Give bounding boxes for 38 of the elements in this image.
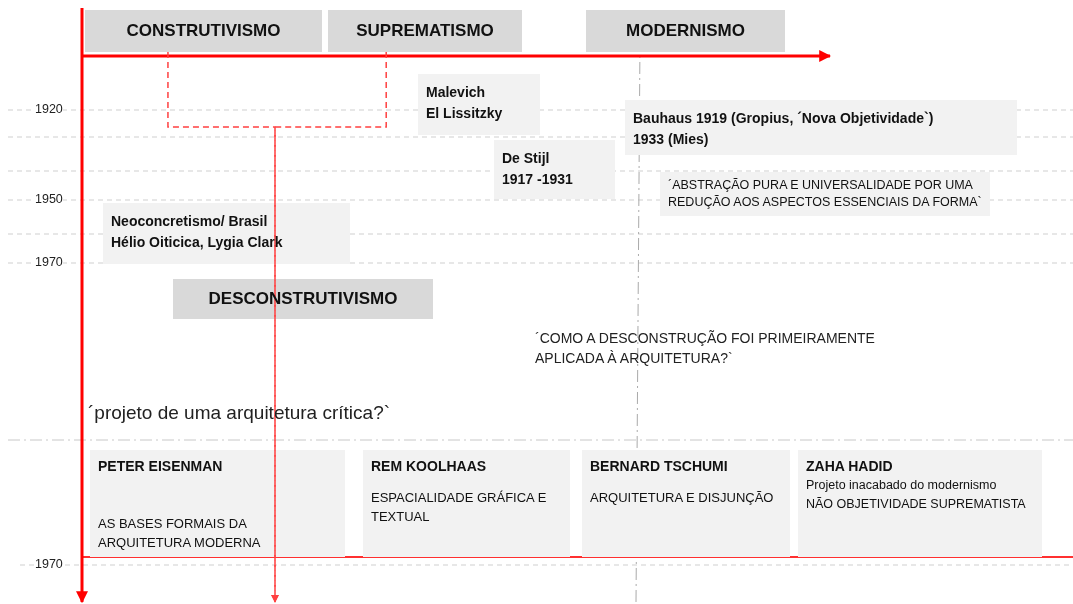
architect-card (798, 450, 1042, 557)
info-box (494, 140, 615, 199)
connector-arrow (271, 51, 387, 603)
description-text: AS BASES FORMAIS DA ARQUITETURA MODERNA (98, 515, 262, 552)
architect-name: REM KOOLHAAS (371, 458, 488, 474)
architect-name: ZAHA HADID (806, 458, 894, 474)
architect-name: PETER EISENMAN (98, 458, 224, 474)
description-text: ESPACIALIDADE GRÁFICA E TEXTUAL (371, 489, 548, 526)
info-text: Malevich (426, 83, 487, 102)
info-text: 1933 (Mies) (633, 130, 710, 149)
architect-name: BERNARD TSCHUMI (590, 458, 729, 474)
architect-card (582, 450, 790, 557)
quote-box (660, 172, 990, 216)
movement-box (85, 10, 322, 52)
quote-text: ´ABSTRAÇÃO PURA E UNIVERSALIDADE POR UMA REDUÇÃO AOS ASPECTOS ESSENCIAIS DA FORMA` (668, 177, 982, 211)
year-label: 1950 (35, 192, 63, 206)
info-text: De Stijl (502, 149, 551, 168)
architect-card (90, 450, 345, 557)
movement-box (328, 10, 522, 52)
question-text: ´COMO A DESCONSTRUÇÃO FOI PRIMEIRAMENTE APLICADA À ARQUITETURA?` (535, 329, 876, 368)
description-text: NÃO OBJETIVIDADE SUPREMATISTA (806, 496, 1027, 513)
info-box (418, 74, 540, 135)
movement-box (586, 10, 785, 52)
info-box (625, 100, 1017, 155)
movement-title: CONSTRUTIVISMO (126, 21, 281, 41)
year-label: 1970 (35, 557, 63, 571)
architect-card (363, 450, 570, 557)
info-text: 1917 -1931 (502, 170, 574, 189)
year-label: 1970 (35, 255, 63, 269)
description-text: ARQUITETURA E DISJUNÇÃO (590, 489, 775, 507)
info-text: Bauhaus 1919 (Gropius, ´Nova Objetividade`) (633, 109, 935, 128)
year-label: 1920 (35, 102, 63, 116)
movement-title: SUPREMATISMO (356, 21, 494, 41)
info-text: El Lissitzky (426, 104, 504, 123)
movement-title: MODERNISMO (626, 21, 745, 41)
info-text: Neoconcretismo/ Brasil (111, 212, 269, 231)
description-text: Projeto inacabado do modernismo (806, 477, 998, 494)
info-box (103, 203, 350, 264)
